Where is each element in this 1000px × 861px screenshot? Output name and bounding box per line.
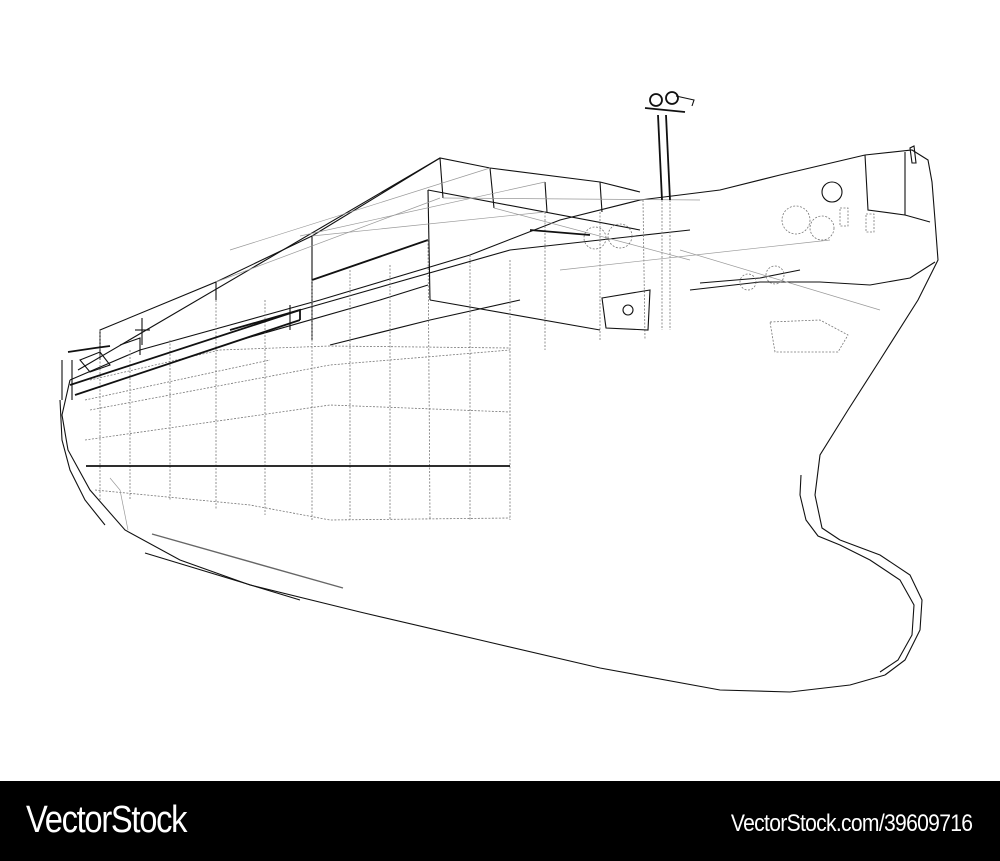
image-reference-url: VectorStock.com/39609716: [730, 810, 973, 837]
container-stacks: [77, 157, 701, 521]
stern-superstructure: [61, 309, 301, 400]
container-grid: [84, 345, 511, 531]
watermark-footer: VectorStock VectorStock.com/39609716: [0, 781, 1000, 861]
foremast: [644, 91, 695, 330]
ship-wireframe-illustration: [59, 91, 939, 693]
container-ship-drawing: [59, 91, 939, 693]
hull-outline: [59, 145, 939, 693]
brand-logo-text: VectorStock: [26, 799, 187, 841]
bow-machinery: [529, 205, 881, 353]
